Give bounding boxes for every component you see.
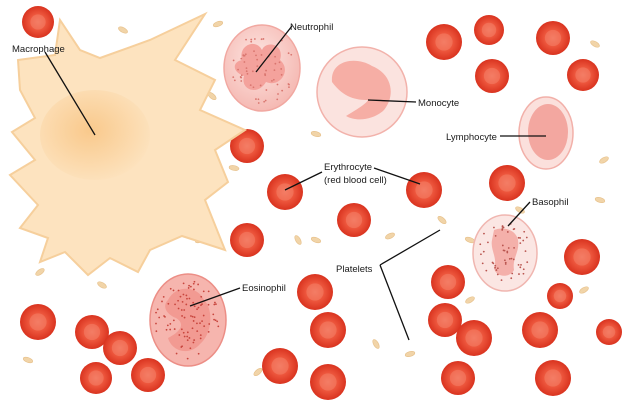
erythrocyte-cell (535, 360, 571, 396)
lymphocyte-cell (519, 97, 573, 169)
platelet (405, 350, 416, 357)
erythrocyte-cell (406, 172, 442, 208)
erythrocyte-cell (131, 358, 165, 392)
eosinophil-label: Eosinophil (242, 283, 286, 294)
platelet (589, 39, 600, 48)
erythrocyte-cell (475, 59, 509, 93)
erythrocyte-cell (596, 319, 622, 345)
platelet (212, 20, 223, 28)
erythrocyte-cell (547, 283, 573, 309)
platelet (311, 130, 322, 137)
erythrocyte-cell (456, 320, 492, 356)
platelet (293, 234, 302, 245)
erythrocyte-cell (310, 364, 346, 400)
platelet (253, 367, 264, 377)
platelet (22, 356, 33, 364)
erythrocyte-cell (489, 165, 525, 201)
erythrocyte-cell (567, 59, 599, 91)
lymphocyte-label: Lymphocyte (446, 132, 497, 143)
erythrocyte-cell (522, 312, 558, 348)
basophil-cell (473, 215, 537, 291)
erythrocyte-cell (297, 274, 333, 310)
platelet (595, 196, 606, 203)
platelet (464, 295, 475, 304)
erythrocyte-cell (337, 203, 371, 237)
erythrocyte-cell (564, 239, 600, 275)
erythrocyte-cell (80, 362, 112, 394)
platelet (117, 26, 128, 35)
platelet (229, 165, 240, 171)
erythrocyte-cell (426, 24, 462, 60)
monocyte-label: Monocyte (418, 98, 459, 109)
platelet (35, 267, 46, 277)
monocyte-cell (317, 47, 407, 137)
platelets-label: Platelets (336, 264, 373, 275)
platelet (96, 280, 107, 289)
basophil-label: Basophil (532, 197, 568, 208)
erythrocyte-cell (431, 265, 465, 299)
erythrocyte-label: Erythrocyte (324, 162, 372, 173)
erythrocyte-cell (262, 348, 298, 384)
erythrocyte-sublabel: (red blood cell) (324, 175, 387, 186)
erythrocyte-cell (103, 331, 137, 365)
platelet (437, 215, 448, 225)
erythrocyte-cell (441, 361, 475, 395)
erythrocyte-cell (428, 303, 462, 337)
platelet (371, 338, 380, 349)
erythrocyte-cell (230, 223, 264, 257)
erythrocyte-cell (474, 15, 504, 45)
erythrocyte-cell (536, 21, 570, 55)
platelet (598, 155, 609, 164)
erythrocyte-cell (310, 312, 346, 348)
erythrocyte-cell (20, 304, 56, 340)
erythrocyte-cell (267, 174, 303, 210)
erythrocyte-cell (22, 6, 54, 38)
platelet (384, 232, 395, 241)
platelet (578, 285, 589, 294)
platelet (310, 236, 321, 244)
neutrophil-label: Neutrophil (290, 22, 333, 33)
lymphocyte-nucleus (528, 104, 568, 160)
platelet-leader-lower (380, 265, 409, 340)
macrophage-label: Macrophage (12, 44, 65, 55)
neutrophil-cell (224, 25, 300, 111)
eosinophil-cell (150, 274, 226, 366)
